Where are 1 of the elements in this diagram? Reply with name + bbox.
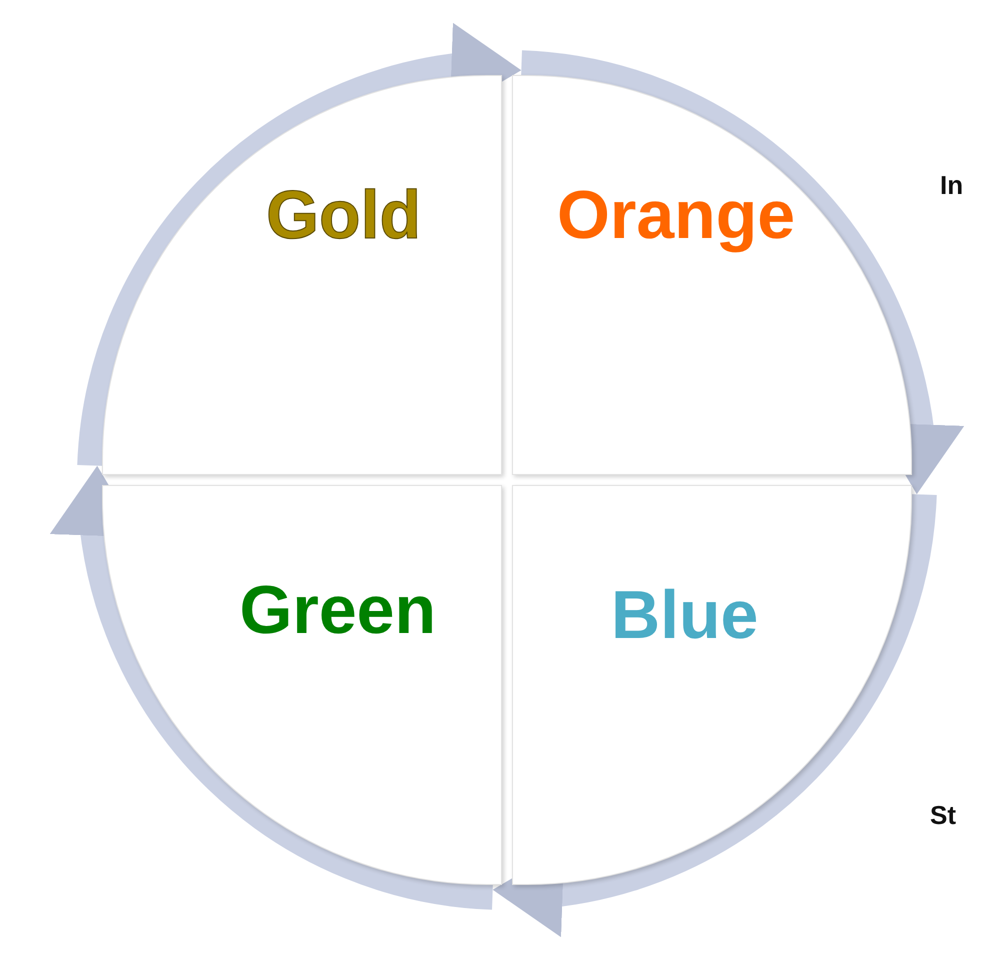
partial-text: St (930, 800, 956, 831)
